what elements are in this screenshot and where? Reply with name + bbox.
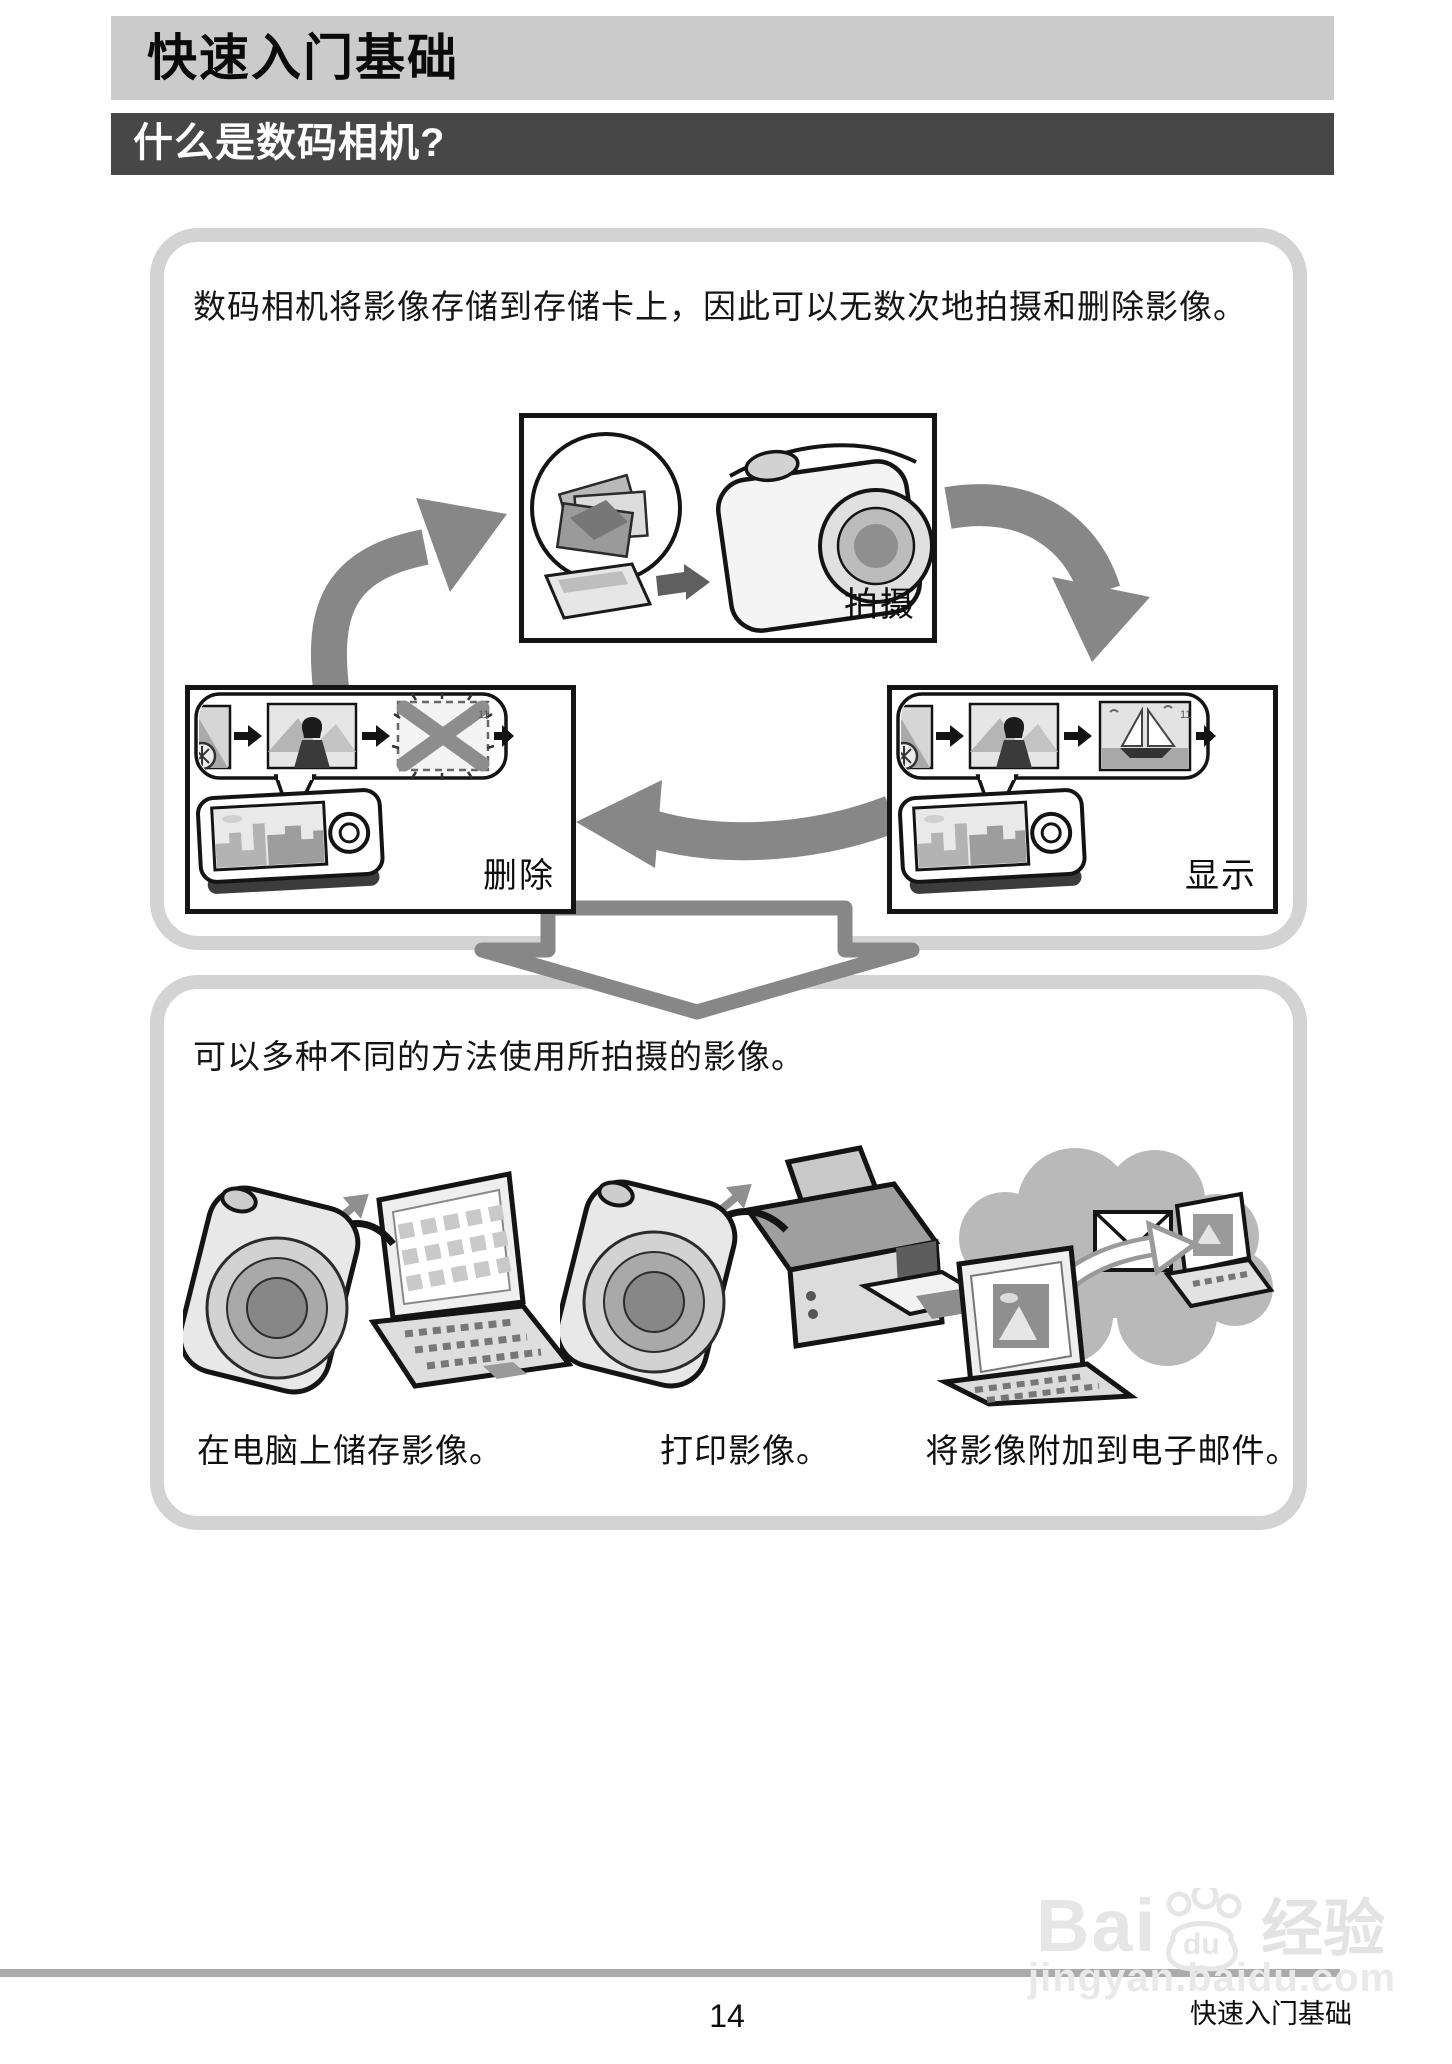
section-header-bar: 什么是数码相机? [111, 113, 1334, 175]
cycle-intro-text: 数码相机将影像存储到存储卡上，因此可以无数次地拍摄和删除影像。 [193, 288, 1247, 325]
filmstrip-arrow-icon [936, 725, 964, 747]
laptop-icon [368, 1171, 573, 1389]
camera-icon [183, 1185, 361, 1395]
email-attachment-icon [936, 1148, 1275, 1407]
thumb-portrait [968, 702, 1060, 770]
thumb-partial-right [1222, 704, 1273, 768]
baidu-jingyan-watermark: Bai du 经验 [1036, 1878, 1386, 1972]
memory-card-icon [543, 562, 710, 620]
page-header-bar: 快速入门基础 [111, 16, 1334, 100]
watermark-suffix: 经验 [1261, 1895, 1386, 1964]
camera-to-computer-icon [183, 1171, 573, 1395]
thumb-partial-left [199, 704, 232, 771]
footer-divider [0, 1969, 1340, 1977]
mini-laptop-icon [1163, 1191, 1275, 1309]
thumb-sailboat [1098, 700, 1192, 772]
caption-store-on-computer: 在电脑上储存影像。 [197, 1432, 503, 1469]
section-title: 什么是数码相机? [133, 121, 446, 165]
delete-node: 11 删除 [185, 685, 576, 914]
thumb-partial-right [520, 704, 571, 768]
watermark-du: du [1183, 1928, 1220, 1961]
caption-email-attachment: 将影像附加到电子邮件。 [925, 1432, 1300, 1469]
city-skyline-thumbnail [213, 804, 325, 868]
printer-icon [743, 1145, 990, 1349]
filmstrip-arrow-icon [494, 725, 514, 747]
city-skyline-thumbnail [915, 804, 1027, 868]
page-title: 快速入门基础 [147, 30, 459, 86]
footer-section-label: 快速入门基础 [1190, 1999, 1352, 2029]
thumb-portrait [266, 702, 358, 770]
delete-label: 删除 [483, 857, 555, 895]
memory-card-into-camera-icon [530, 432, 932, 633]
compact-camera-icon [715, 443, 932, 633]
page-number: 14 [709, 1998, 745, 2034]
display-node: 11 显示 [887, 685, 1278, 914]
camera-icon [560, 1179, 738, 1389]
watermark-url: jingyan.baidu.com [1028, 1956, 1397, 2000]
camera-back-icon [898, 788, 1087, 894]
filmstrip-arrow-icon [1196, 725, 1216, 747]
watermark-bai: Bai [1036, 1884, 1158, 1967]
thumb-partial-left [901, 704, 934, 771]
shoot-node: 拍摄 [519, 413, 937, 643]
camera-delete-filmstrip-icon: 11 [194, 692, 571, 894]
photo-stack-icon [555, 473, 649, 559]
camera-to-printer-icon [560, 1145, 990, 1389]
display-label: 显示 [1185, 857, 1257, 895]
paw-icon: du [1166, 1888, 1242, 1972]
camera-playback-filmstrip-icon: 11 [896, 692, 1273, 894]
laptop-icon [936, 1245, 1139, 1407]
thumb-deleted [391, 692, 495, 780]
film-frame-number: 11 [478, 709, 489, 721]
usage-intro-text: 可以多种不同的方法使用所拍摄的影像。 [193, 1038, 805, 1075]
filmstrip-arrow-icon [234, 725, 262, 747]
caption-print-images: 打印影像。 [660, 1432, 830, 1469]
filmstrip-arrow-icon [362, 725, 390, 747]
camera-back-icon [196, 788, 385, 894]
film-frame-number: 11 [1180, 709, 1191, 721]
filmstrip-arrow-icon [1064, 725, 1092, 747]
shoot-label: 拍摄 [844, 586, 916, 624]
